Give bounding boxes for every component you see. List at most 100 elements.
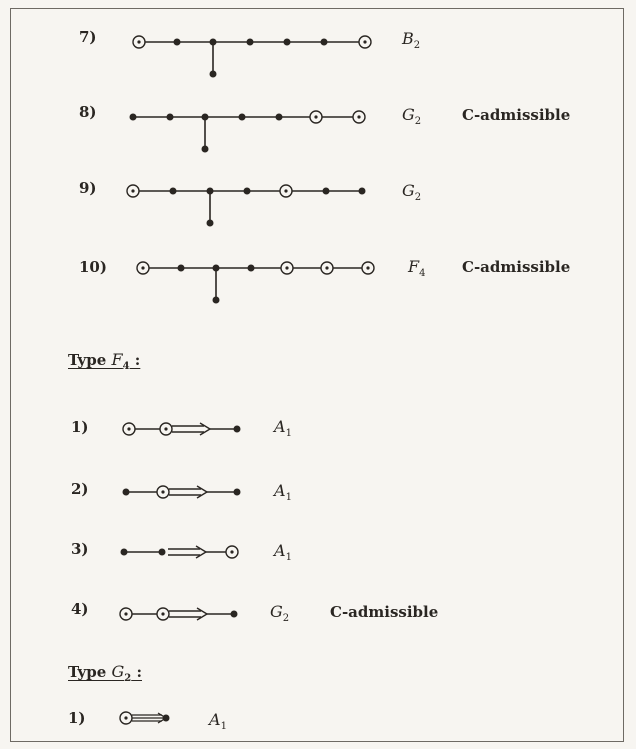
- algebra-sub: 2: [282, 613, 290, 625]
- algebra-sub: 2: [413, 40, 421, 52]
- heading-math: F: [111, 350, 123, 369]
- node-marked-center: [137, 40, 141, 44]
- node: [201, 145, 209, 153]
- node-marked-center: [124, 612, 128, 616]
- g2-row-label-1: 1): [68, 709, 86, 727]
- f4-row-note-4: C-admissible: [330, 603, 439, 621]
- algebra-sub: 1: [220, 721, 227, 733]
- f4-row-algebra-4: G2: [270, 603, 289, 628]
- node: [129, 113, 137, 121]
- node: [358, 187, 366, 195]
- row-note-8: C-admissible: [462, 106, 571, 124]
- f4-row-label-2: 2): [71, 480, 89, 498]
- node-marked-center: [366, 266, 370, 270]
- node-marked-center: [131, 189, 135, 193]
- f4-row-label-4: 4): [71, 600, 89, 618]
- node-marked-center: [124, 716, 128, 720]
- algebra-sub: 1: [285, 552, 292, 564]
- node: [247, 264, 255, 272]
- node-marked-center: [284, 189, 288, 193]
- node: [209, 38, 217, 46]
- algebra-sub: 1: [285, 428, 292, 440]
- heading-sub: 4: [122, 361, 130, 372]
- node-marked-center: [230, 550, 234, 554]
- node: [322, 187, 330, 195]
- algebra-letter: B: [402, 29, 414, 48]
- double-bond-arrow: [196, 485, 209, 499]
- row-label-10: 10): [79, 258, 107, 276]
- node: [158, 548, 166, 556]
- row-algebra-8: G2: [402, 106, 421, 131]
- node-marked-center: [314, 115, 318, 119]
- node: [233, 425, 241, 433]
- row-label-8: 8): [79, 103, 97, 121]
- heading-prefix: Type: [68, 351, 112, 369]
- node: [212, 264, 220, 272]
- node: [120, 548, 128, 556]
- f4-row-algebra-2: A1: [274, 482, 292, 507]
- row-note-10: C-admissible: [462, 258, 571, 276]
- node-marked-center: [164, 427, 168, 431]
- f4-row-algebra-3: A1: [274, 542, 292, 567]
- node: [169, 187, 177, 195]
- algebra-letter: G: [402, 181, 415, 200]
- node-marked-center: [161, 612, 165, 616]
- heading-suffix: :: [131, 663, 142, 681]
- node: [275, 113, 283, 121]
- node: [122, 488, 130, 496]
- section-heading-g2: Type G2 :: [68, 663, 142, 688]
- node: [162, 714, 170, 722]
- algebra-sub: 2: [414, 116, 422, 128]
- f4-row-label-3: 3): [71, 540, 89, 558]
- node: [201, 113, 209, 121]
- f4-row-algebra-1: A1: [274, 418, 292, 443]
- heading-sub: 2: [124, 673, 132, 684]
- node: [212, 296, 220, 304]
- algebra-sub: 2: [414, 192, 422, 204]
- double-bond-arrow: [196, 607, 209, 621]
- algebra-letter: A: [209, 710, 221, 729]
- node: [246, 38, 254, 46]
- node-marked-center: [285, 266, 289, 270]
- algebra-letter: A: [274, 541, 286, 560]
- node-marked-center: [357, 115, 361, 119]
- node-marked-center: [161, 490, 165, 494]
- node-marked-center: [141, 266, 145, 270]
- node: [166, 113, 174, 121]
- algebra-sub: 4: [419, 268, 426, 280]
- algebra-sub: 1: [285, 492, 292, 504]
- double-bond-arrow: [195, 545, 208, 559]
- node: [173, 38, 181, 46]
- heading-prefix: Type: [68, 663, 112, 681]
- node-marked-center: [363, 40, 367, 44]
- double-bond-arrow: [199, 422, 212, 436]
- row-label-7: 7): [79, 28, 97, 46]
- row-algebra-9: G2: [402, 182, 421, 207]
- row-label-9: 9): [79, 179, 97, 197]
- f4-row-label-1: 1): [71, 418, 89, 436]
- heading-math: G: [111, 662, 125, 681]
- g2-row-algebra-1: A1: [209, 711, 227, 736]
- algebra-letter: F: [408, 257, 420, 276]
- node: [233, 488, 241, 496]
- page-frame: [10, 8, 624, 742]
- section-heading-f4: Type F4 :: [68, 351, 140, 376]
- algebra-letter: G: [270, 602, 283, 621]
- node: [177, 264, 185, 272]
- algebra-letter: A: [274, 481, 286, 500]
- algebra-letter: A: [274, 417, 286, 436]
- node-marked-center: [325, 266, 329, 270]
- node: [283, 38, 291, 46]
- row-algebra-7: B2: [402, 30, 420, 55]
- algebra-letter: G: [402, 105, 415, 124]
- node: [209, 70, 217, 78]
- row-algebra-10: F4: [408, 258, 425, 283]
- node: [230, 610, 238, 618]
- node: [206, 187, 214, 195]
- node: [238, 113, 246, 121]
- heading-suffix: :: [129, 351, 141, 369]
- node: [206, 219, 214, 227]
- node: [243, 187, 251, 195]
